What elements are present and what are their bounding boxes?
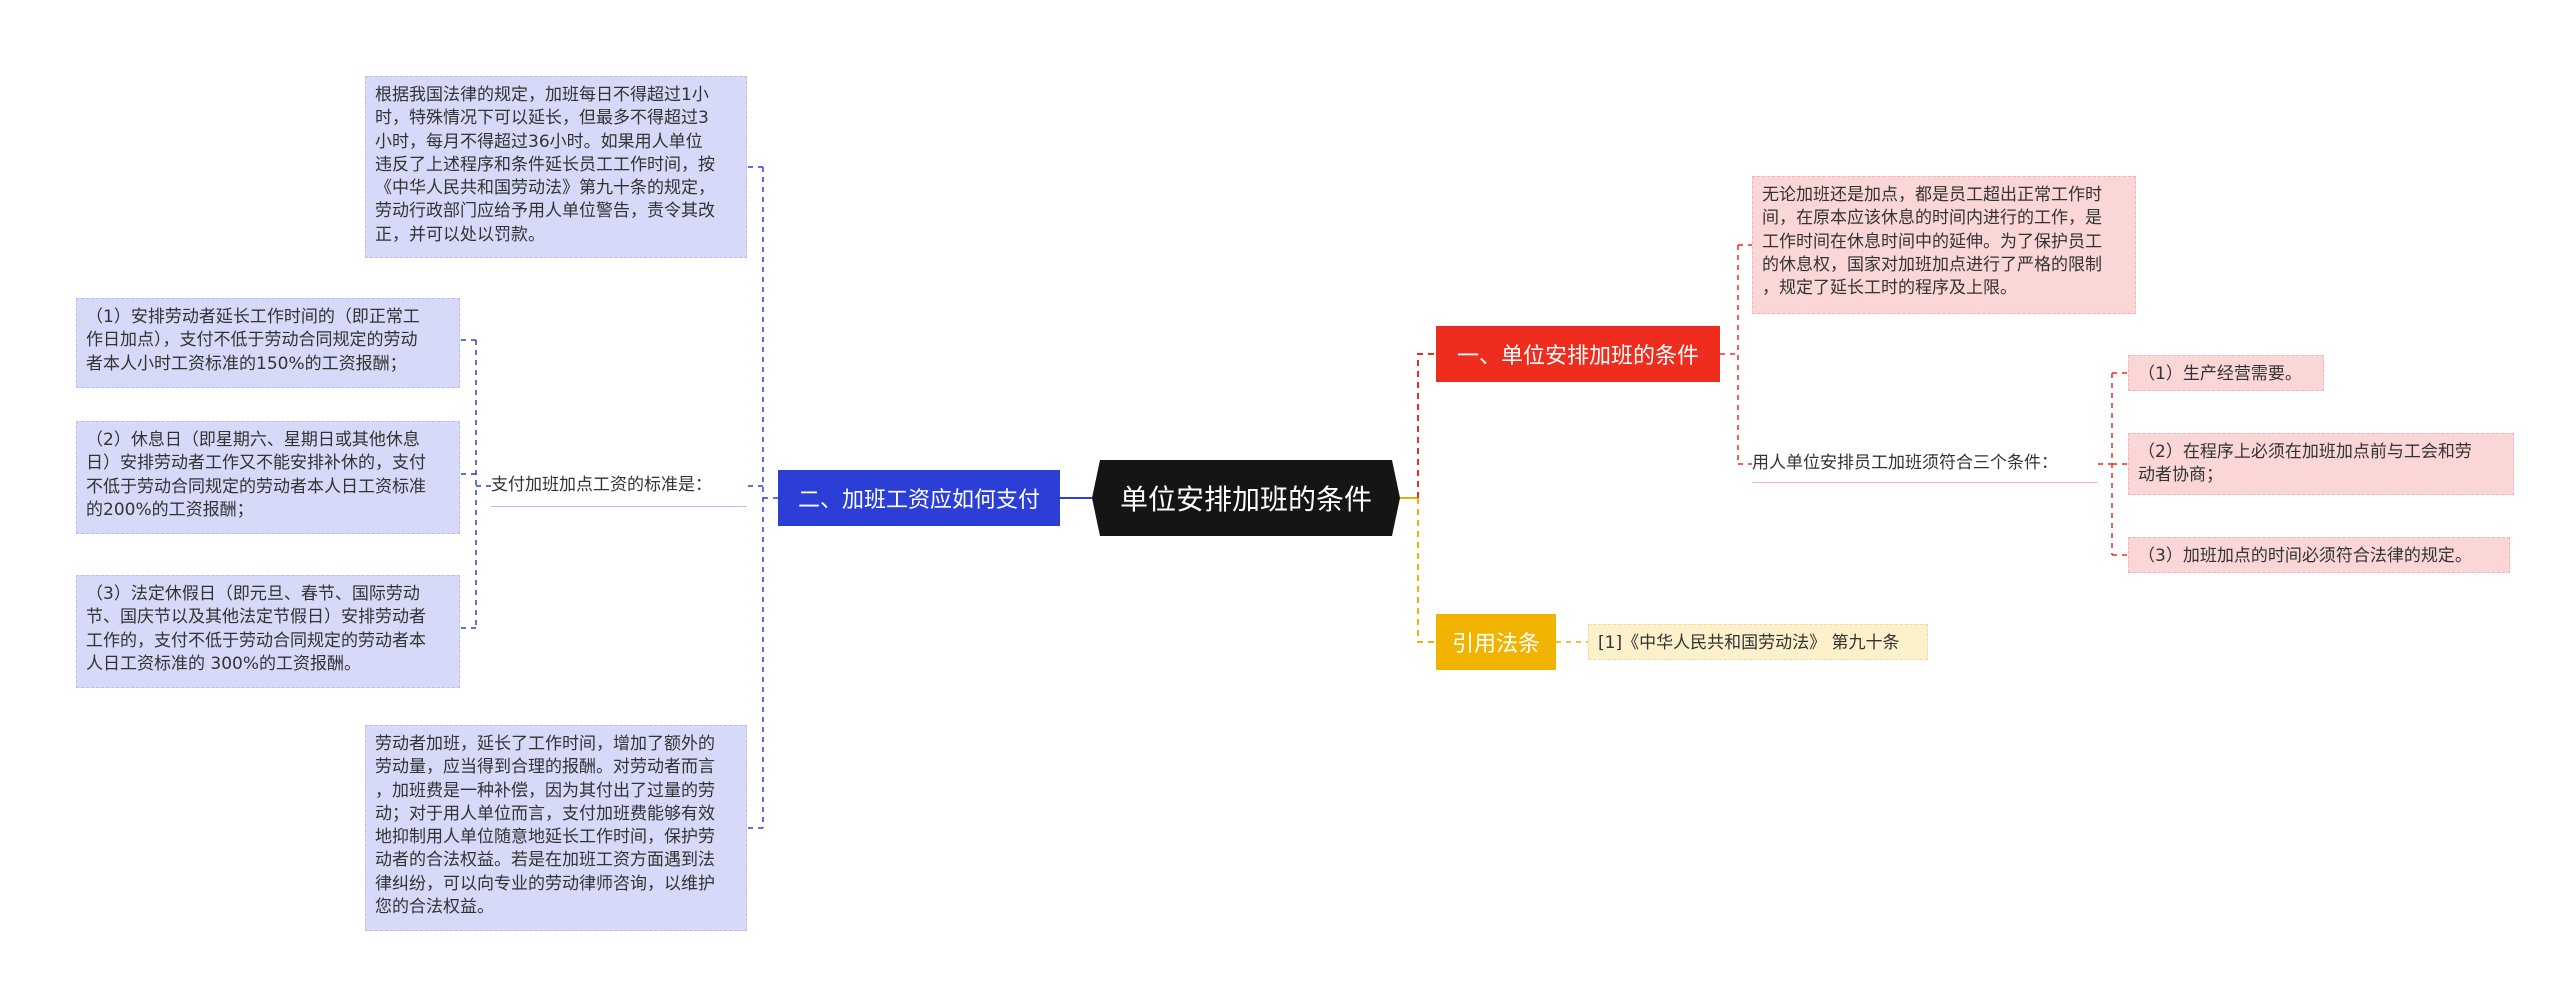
pay-connectors: [460, 166, 778, 829]
conditions-intro-note[interactable]: 无论加班还是加点，都是员工超出正常工作时 间，在原本应该休息的时间内进行的工作，…: [1752, 176, 2136, 314]
requirement-item-3[interactable]: （3）加班加点的时间必须符合法律的规定。: [2128, 537, 2510, 573]
pay-standard-3[interactable]: （3）法定休假日（即元旦、春节、国际劳动 节、国庆节以及其他法定节假日）安排劳动…: [76, 575, 460, 688]
requirement-item-1[interactable]: （1）生产经营需要。: [2128, 355, 2324, 391]
root-connectors: [1060, 353, 1436, 643]
branch-law[interactable]: 引用法条: [1436, 614, 1556, 670]
pay-standard-label[interactable]: 支付加班加点工资的标准是：: [491, 475, 712, 495]
requirement-item-2[interactable]: （2）在程序上必须在加班加点前与工会和劳 动者协商；: [2128, 433, 2514, 495]
pay-standard-underline: [491, 506, 747, 507]
conditions-connectors: [1720, 244, 2128, 556]
pay-standard-2[interactable]: （2）休息日（即星期六、星期日或其他休息 日）安排劳动者工作又不能安排补休的，支…: [76, 421, 460, 534]
pay-standard-1[interactable]: （1）安排劳动者延长工作时间的（即正常工 作日加点），支付不低于劳动合同规定的劳…: [76, 298, 460, 388]
root-topic[interactable]: 单位安排加班的条件: [1092, 460, 1400, 536]
conditions-requirement-underline: [1752, 482, 2098, 483]
law-item-1[interactable]: [1]《中华人民共和国劳动法》 第九十条: [1588, 624, 1928, 660]
pay-bottom-note[interactable]: 劳动者加班，延长了工作时间，增加了额外的 劳动量，应当得到合理的报酬。对劳动者而…: [365, 725, 747, 931]
branch-pay[interactable]: 二、加班工资应如何支付: [778, 470, 1060, 526]
branch-conditions[interactable]: 一、单位安排加班的条件: [1436, 326, 1720, 382]
conditions-requirement-label[interactable]: 用人单位安排员工加班须符合三个条件：: [1752, 453, 2058, 473]
pay-top-note[interactable]: 根据我国法律的规定，加班每日不得超过1小 时，特殊情况下可以延长，但最多不得超过…: [365, 76, 747, 258]
